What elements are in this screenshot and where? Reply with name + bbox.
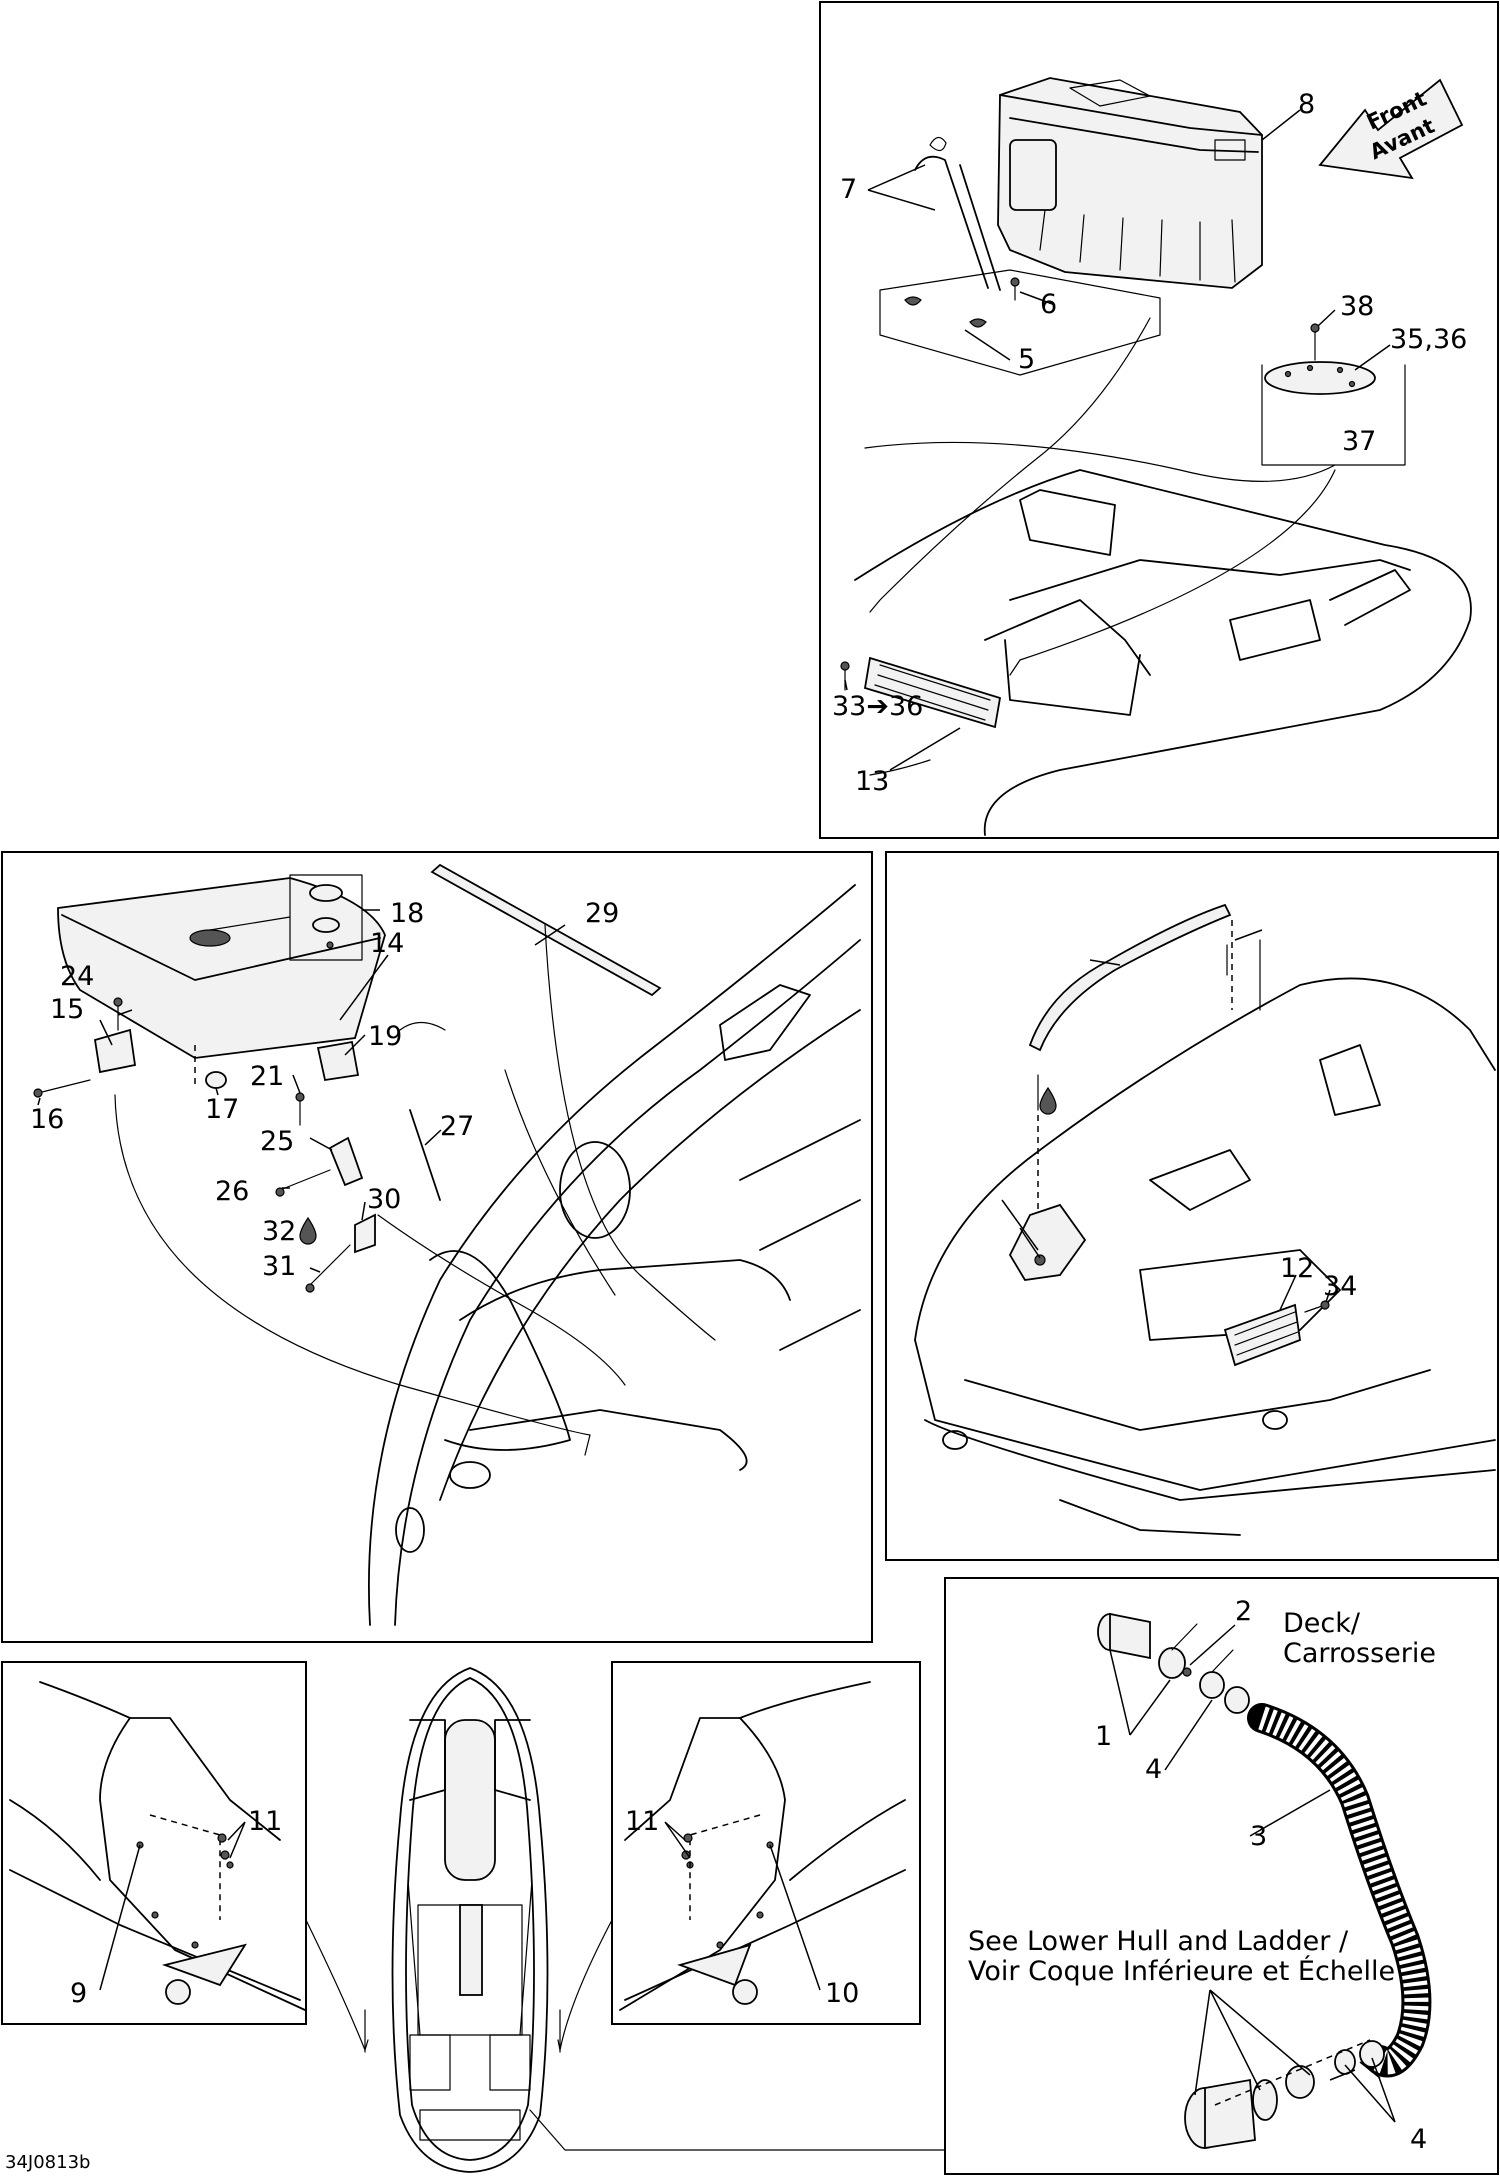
see-note-line2: Voir Coque Inférieure et Échelle (968, 1955, 1395, 1987)
callout-10: 10 (825, 1978, 859, 2009)
right-side-group (619, 1681, 906, 2011)
panel-right-side (611, 1661, 921, 2025)
lower-fittings (1184, 2039, 1385, 2150)
callout-31: 37 (1342, 426, 1376, 457)
callout-13: 13 (855, 766, 889, 797)
callout-4-upper: 4 (1145, 1754, 1162, 1785)
callout-5: 5 (1018, 344, 1035, 375)
cooler-body (997, 77, 1263, 289)
callout-16: 16 (30, 1104, 64, 1135)
sealant-drop-icon-28 (299, 1216, 317, 1245)
callout-32: 38 (1340, 291, 1374, 322)
storage-tube-33 (1028, 903, 1232, 1052)
sealant-drop-icon-35 (1039, 1086, 1057, 1115)
callout-labels: 8 7 6 5 38 35,36 37 33➔36 13 18 29 14 24… (5, 89, 1467, 2173)
panel-cooler (819, 1, 1499, 839)
panel-storage-cover (1, 851, 873, 1643)
bow-deck-outline (854, 469, 1472, 836)
callout-4-lower: 4 (1410, 2124, 1427, 2155)
callout-21: 24 (60, 961, 94, 992)
callout-30: 35,36 (1390, 324, 1467, 355)
callout-17: 17 (205, 1094, 239, 1125)
callout-3: 3 (1250, 1821, 1267, 1852)
seal-strip-25 (430, 863, 662, 997)
callout-22: 25 (260, 1126, 294, 1157)
drawing-code: 34J0813b (5, 2152, 90, 2173)
callout-28: 32 (262, 1216, 296, 1247)
callout-12: 12 (1280, 1253, 1314, 1284)
callout-2: 2 (1235, 1596, 1252, 1627)
callout-20: 21 (250, 1061, 284, 1092)
drain-hose-group (1097, 1612, 1432, 2150)
callout-8: 8 (1298, 89, 1315, 120)
front-storage-group (914, 903, 1496, 1536)
callout-11-left: 11 (248, 1806, 282, 1837)
callout-26: 30 (367, 1184, 401, 1215)
panel-drain-hose (944, 1577, 1499, 2175)
access-plate (1264, 361, 1376, 395)
callout-29-top: 33➔36 (832, 691, 923, 722)
callout-18: 18 (390, 898, 424, 929)
rear-deck-outline (367, 884, 856, 1626)
deck-note-line1: Deck/ (1283, 1608, 1361, 1639)
callout-27: 31 (262, 1251, 296, 1282)
storage-cover-group (33, 863, 861, 1626)
callout-19: 19 (368, 1021, 402, 1052)
see-note-line1: See Lower Hull and Ladder / (968, 1926, 1349, 1957)
callout-9: 9 (70, 1978, 87, 2009)
left-side-group (9, 1681, 306, 2011)
callout-24: 27 (440, 1111, 474, 1142)
leader-lines (37, 109, 1396, 2123)
callout-14: 14 (370, 928, 404, 959)
callout-6: 6 (1040, 289, 1057, 320)
storage-cover-lid (57, 877, 386, 1059)
panel-front-storage (885, 851, 1499, 1561)
panel-left-side (1, 1661, 307, 2025)
boat-top-view (391, 1667, 549, 2173)
callout-15: 15 (50, 994, 84, 1025)
deck-note-line2: Carrosserie (1283, 1638, 1436, 1669)
callout-11-right: 11 (625, 1806, 659, 1837)
callout-1: 1 (1095, 1721, 1112, 1752)
callout-29-mid: 34 (1323, 1271, 1357, 1302)
cooler-handle-strap (914, 155, 1001, 291)
front-deck-outline (914, 977, 1496, 1341)
front-arrow-icon (1318, 78, 1464, 180)
callout-7: 7 (840, 174, 857, 205)
cooler-group: Front Avant (840, 77, 1472, 836)
callout-23: 26 (215, 1176, 249, 1207)
callout-25: 29 (585, 898, 619, 929)
